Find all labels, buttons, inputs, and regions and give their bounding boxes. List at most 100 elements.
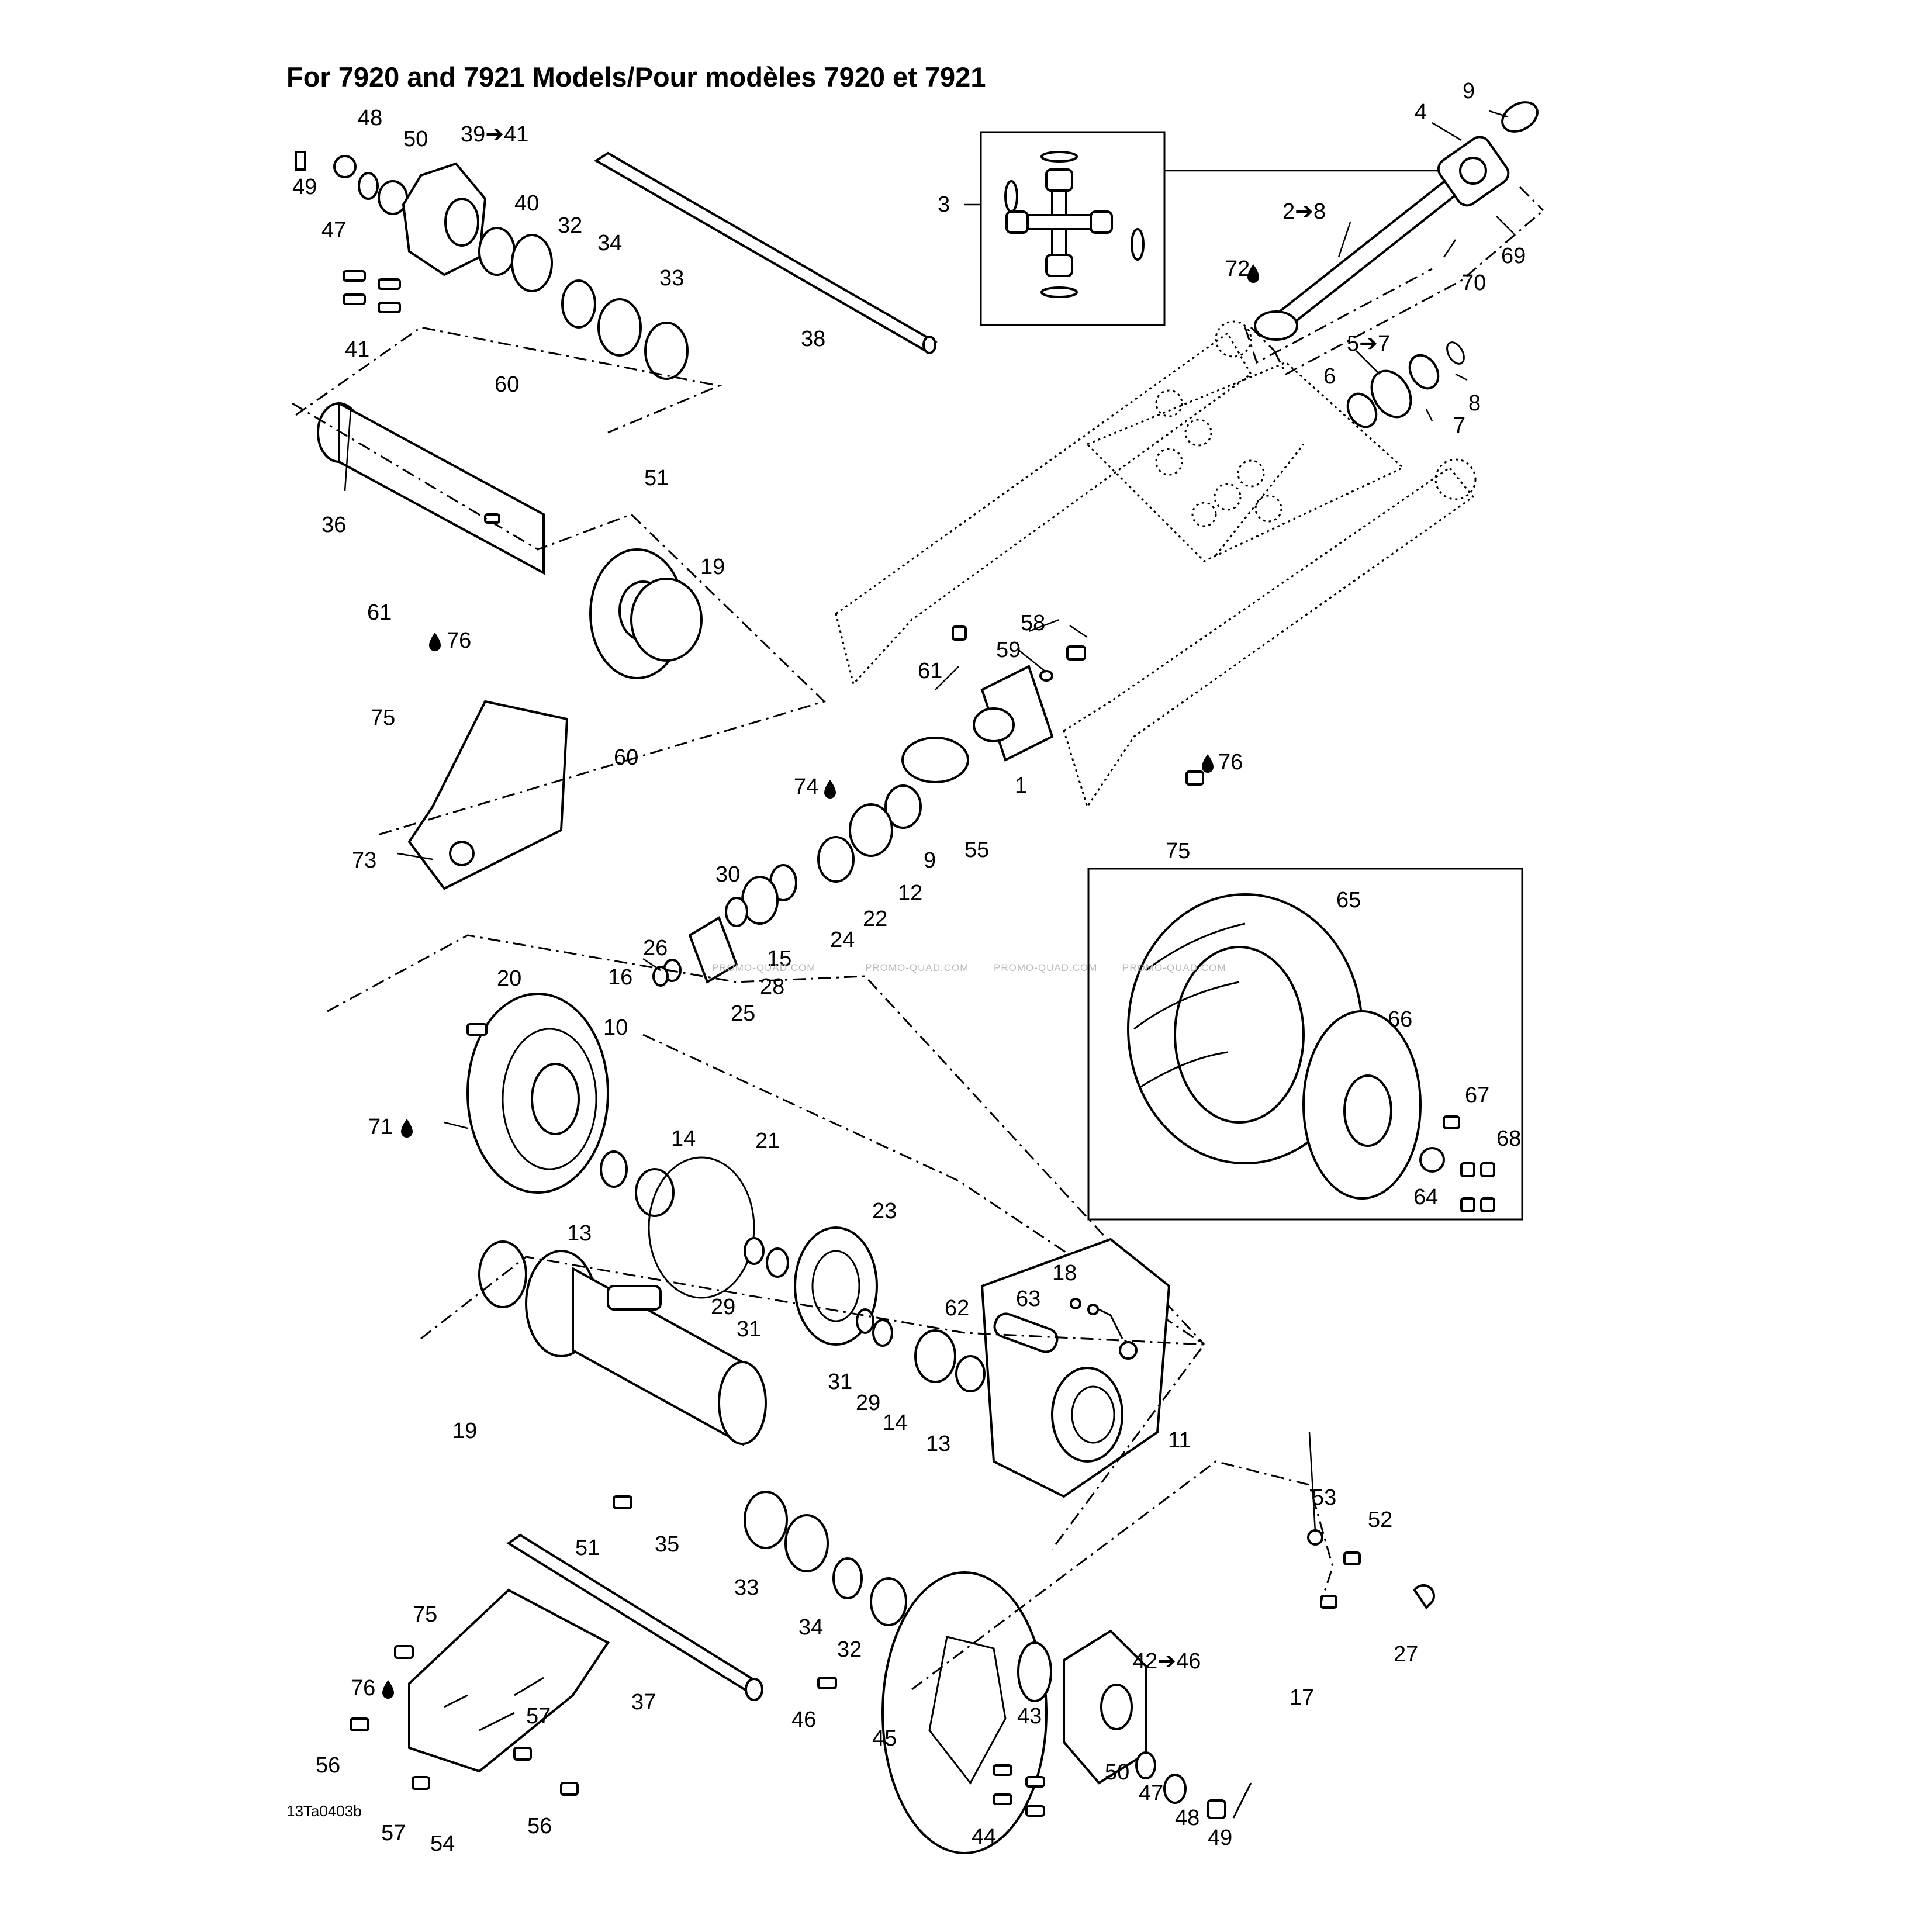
callout: 50 [1105,1760,1129,1785]
callout: 60 [495,372,519,397]
callout: 49 [1208,1826,1232,1850]
ujoint-kit-inset [965,131,1461,326]
callout-labels: 9 4 3 2➔8 69 70 72 5➔7 6 8 7 48 50 39➔41… [292,79,1526,1856]
watermark-2: PROMO-QUAD.COM [865,962,969,973]
callout: 58 [1021,611,1045,635]
callout: 76 [1218,750,1243,775]
callout: 32 [837,1637,862,1662]
callout: 12 [898,881,922,905]
callout: 39➔41 [461,122,528,147]
left-tube-group [292,401,826,890]
callout: 48 [1175,1806,1199,1830]
callout: 76 [447,628,471,653]
callout: 47 [322,218,346,243]
lubricant-drop-icon [382,264,1259,1699]
swing-arm [835,320,1477,809]
callout: 11 [1168,1428,1191,1453]
callout: 71 [368,1115,393,1139]
callout: 24 [830,928,855,952]
callout: 13 [926,1432,950,1456]
wheel-inset [1087,868,1523,1221]
callout: 9 [1463,79,1475,103]
callout: 61 [367,600,392,625]
callout: 52 [1368,1508,1392,1532]
callout: 27 [1394,1642,1418,1667]
callout: 51 [575,1536,600,1560]
diagram-title: For 7920 and 7921 Models/Pour modèles 79… [286,61,986,92]
callout: 66 [1388,1007,1412,1032]
callout: 29 [711,1295,735,1319]
callout: 72 [1225,257,1250,281]
callout: 69 [1501,244,1526,268]
callout: 76 [351,1676,375,1701]
callout: 10 [603,1015,628,1040]
callout: 33 [734,1575,759,1600]
callout: 16 [608,965,632,990]
callout: 32 [558,213,582,238]
callout: 48 [358,106,382,130]
brake-hub-group [817,1460,1436,1854]
callout: 75 [1166,839,1190,863]
callout: 14 [883,1411,907,1435]
skid-plate-54 [350,1588,610,1796]
callout: 31 [828,1370,852,1394]
gear-housing-11 [980,1238,1171,1498]
callout: 57 [526,1704,551,1729]
callout: 46 [791,1708,816,1732]
callout: 34 [798,1615,823,1640]
callout: 75 [371,706,395,730]
callout: 4 [1415,100,1427,125]
callout: 18 [1052,1261,1077,1285]
callout: 61 [918,659,942,683]
callout: 73 [352,848,376,873]
callout: 7 [1453,413,1465,438]
callout: 13 [567,1221,592,1246]
callout: 54 [430,1831,455,1856]
callout: 3 [938,192,950,217]
right-tube-group [420,1240,1206,1701]
callout: 31 [737,1317,761,1342]
callout: 37 [631,1690,656,1715]
callout: 49 [292,175,317,199]
figure-code: 13Ta0403b [286,1802,362,1820]
callout: 63 [1016,1287,1040,1311]
callout: 5➔7 [1347,331,1390,356]
driveshaft-assembly [1244,101,1544,428]
callout: 9 [924,848,936,873]
callout: 1 [1015,773,1027,798]
callout: 26 [643,936,668,960]
callout: 41 [345,337,369,362]
callout: 43 [1017,1704,1042,1729]
callout: 67 [1465,1083,1489,1108]
callout: 62 [945,1296,969,1321]
pinion-stack [652,625,1204,987]
callout: 57 [381,1821,406,1845]
callout: 19 [452,1419,477,1443]
watermark-4: PROMO-QUAD.COM [1122,962,1226,973]
callout: 21 [755,1129,780,1153]
watermark-3: PROMO-QUAD.COM [994,962,1098,973]
callout: 2➔8 [1282,199,1326,224]
callout: 53 [1312,1485,1336,1510]
callout: 30 [715,862,740,887]
callout: 75 [413,1602,437,1627]
callout: 70 [1461,271,1486,295]
callout: 8 [1468,391,1481,416]
callout: 56 [527,1814,552,1838]
callout: 74 [794,775,818,799]
callout: 42➔46 [1133,1649,1201,1674]
callout: 34 [597,231,622,255]
callout: 60 [614,745,638,770]
callout: 33 [659,266,684,291]
callout: 19 [700,555,725,579]
leader-lines [344,110,1515,1532]
callout: 50 [403,127,428,151]
callout: 59 [996,638,1021,662]
callout: 36 [322,513,346,537]
callout: 40 [514,191,539,216]
callout: 6 [1323,364,1336,389]
callout: 64 [1413,1185,1438,1209]
callout: 47 [1139,1781,1163,1806]
ujoint-cross-icon [1004,151,1145,298]
